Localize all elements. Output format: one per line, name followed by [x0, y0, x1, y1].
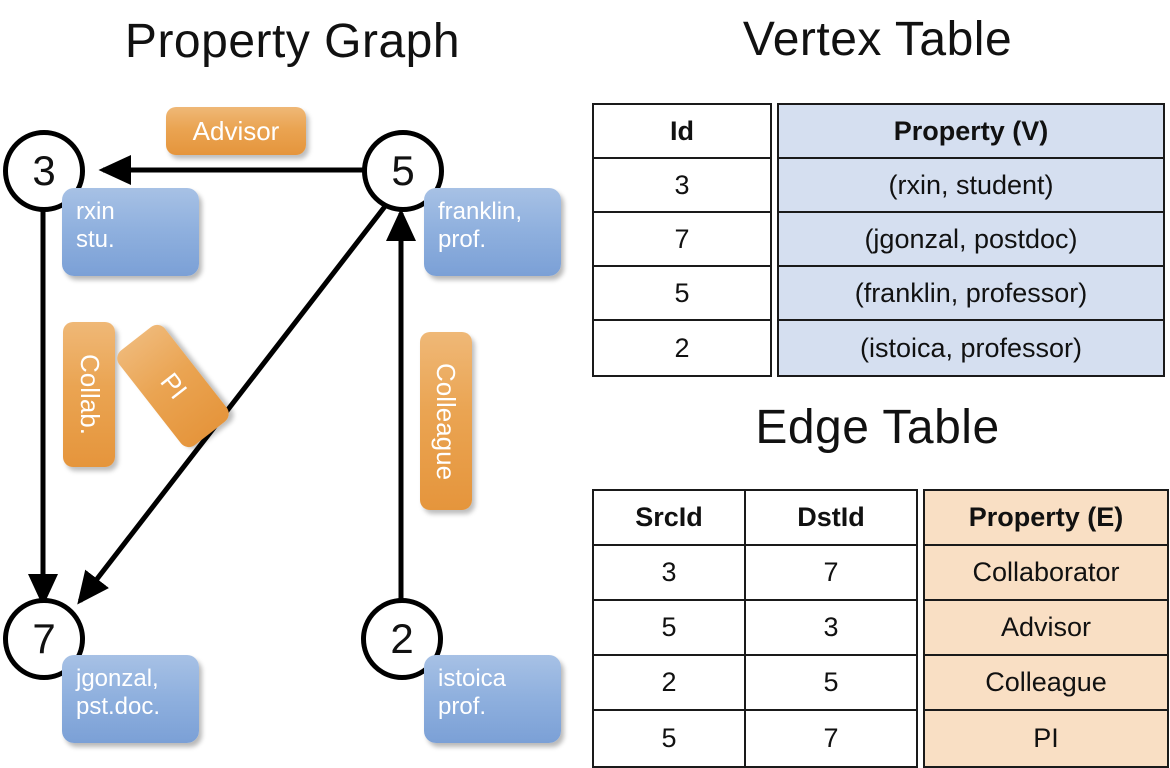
- vertex-property-box-7[interactable]: jgonzal, pst.doc.: [62, 655, 199, 743]
- edge-label-colleague-text: Colleague: [431, 362, 462, 480]
- graph-edges-svg: [28, 155, 416, 610]
- table-row: 5: [661, 723, 677, 753]
- table-row: 3: [594, 159, 770, 213]
- vertex-property-box-2-line1: istoica: [438, 665, 507, 692]
- vertex-table-column-property: Property (V) (rxin, student) (jgonzal, p…: [777, 103, 1165, 377]
- vertex-node-2[interactable]: 2: [361, 598, 443, 680]
- edge-table-header-property: Property (E): [925, 491, 1167, 546]
- table-row: Advisor: [925, 601, 1167, 656]
- edge-label-colleague[interactable]: Colleague: [420, 332, 472, 510]
- table-row: (jgonzal, postdoc): [779, 213, 1163, 267]
- vertex-node-7-label: 7: [32, 615, 56, 662]
- vertex-property-box-2-line2: prof.: [438, 693, 487, 721]
- property-graph-diagram: 3 5 7 2 rxin stu. franklin, prof. jgonza…: [0, 0, 585, 760]
- edge-table-column-property: Property (E) Collaborator Advisor Collea…: [923, 489, 1169, 768]
- table-row: Collaborator: [925, 546, 1167, 601]
- table-row: 3: [746, 601, 916, 656]
- table-row: 5: [594, 267, 770, 321]
- edge-table-header-dstid: DstId: [746, 491, 916, 546]
- table-row: Colleague: [925, 656, 1167, 711]
- vertex-table-header-property: Property (V): [779, 105, 1163, 159]
- vertex-node-2-label: 2: [390, 615, 414, 662]
- edge-table: SrcId 3 5 2 5 DstId 7 3 5 7 Property (E)…: [592, 489, 1169, 768]
- vertex-property-box-5-line2: prof.: [438, 226, 487, 254]
- edge-table-column-srcid: SrcId 3 5 2 5: [592, 489, 746, 768]
- table-row: 2: [674, 332, 690, 363]
- vertex-property-box-7-line1: jgonzal,: [76, 665, 159, 692]
- table-row: PI: [925, 711, 1167, 766]
- table-row: 5: [594, 601, 744, 656]
- table-row: 7: [823, 723, 839, 753]
- edge-label-pi-text: PI: [154, 366, 193, 405]
- edge-5-to-7-pi: [77, 194, 395, 605]
- page-title-vertex-table: Vertex Table: [742, 13, 1013, 66]
- table-row: (rxin, student): [779, 159, 1163, 213]
- vertex-property-box-2[interactable]: istoica prof.: [424, 655, 561, 743]
- vertex-node-5[interactable]: 5: [362, 130, 444, 212]
- edge-label-collaborator-text: Collab.: [74, 354, 105, 435]
- page-title-edge-table: Edge Table: [755, 401, 1000, 454]
- vertex-property-box-5-line1: franklin,: [438, 198, 523, 225]
- edge-table-header-srcid: SrcId: [594, 491, 744, 546]
- vertex-table: Id 3 7 5 2 Property (V) (rxin, student) …: [592, 103, 1165, 377]
- vertex-property-box-3[interactable]: rxin stu.: [62, 188, 199, 276]
- table-row: 7: [594, 213, 770, 267]
- vertex-node-5-label: 5: [391, 147, 415, 194]
- edge-label-collaborator[interactable]: Collab.: [63, 322, 115, 467]
- vertex-table-column-id: Id 3 7 5 2: [592, 103, 772, 377]
- table-row: 3: [594, 546, 744, 601]
- edge-label-advisor-text: Advisor: [192, 115, 280, 146]
- vertex-property-box-5[interactable]: franklin, prof.: [424, 188, 561, 276]
- table-row: 5: [746, 656, 916, 711]
- table-row: 7: [746, 546, 916, 601]
- vertex-property-box-7-line2: pst.doc.: [76, 693, 161, 721]
- edge-label-advisor[interactable]: Advisor: [166, 107, 306, 155]
- vertex-property-box-3-line1: rxin: [76, 198, 115, 225]
- vertex-property-box-3-line2: stu.: [76, 226, 115, 254]
- edge-table-column-dstid: DstId 7 3 5 7: [746, 489, 918, 768]
- vertex-table-header-id: Id: [594, 105, 770, 159]
- page-title-property-graph: Property Graph: [124, 15, 461, 68]
- table-row: 2: [594, 656, 744, 711]
- table-row: (istoica, professor): [779, 321, 1163, 375]
- vertex-node-3-label: 3: [32, 147, 56, 194]
- table-row: (franklin, professor): [779, 267, 1163, 321]
